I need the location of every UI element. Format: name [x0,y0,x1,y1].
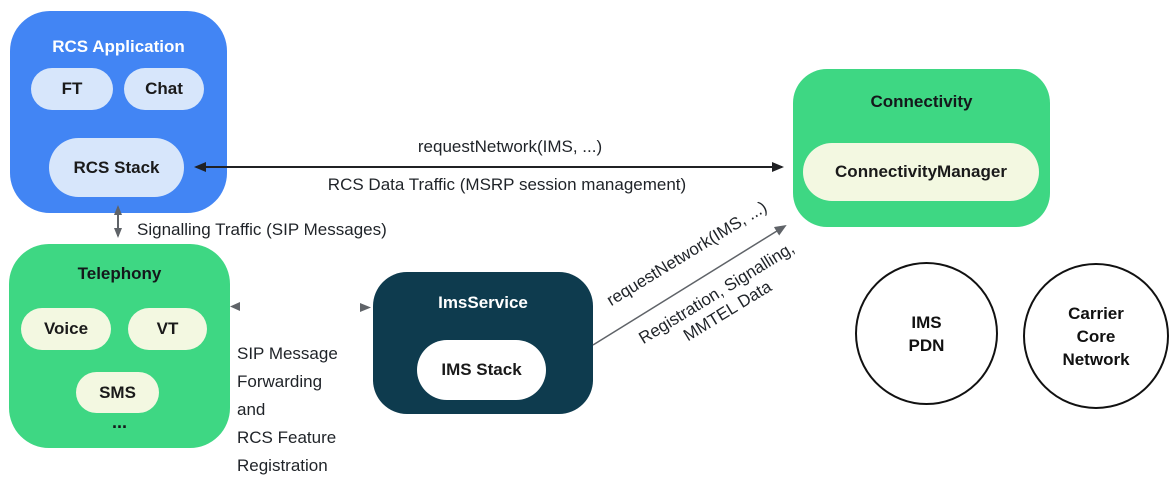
carrier-line2: Core [1076,326,1116,346]
chat-pill: Chat [124,68,204,110]
ims-service-title: ImsService [438,293,528,312]
rcs-application-box: RCS Application FT Chat RCS Stack [10,11,227,213]
ims-pdn-circle: IMS PDN [855,262,998,405]
request-network-label: requestNetwork(IMS, ...) [417,137,603,156]
telephony-ellipsis: ... [111,412,127,432]
rcs-stack-pill: RCS Stack [49,138,184,197]
sip-forwarding-line4: RCS Feature [237,428,337,447]
ims-service-arrowhead-right [360,303,371,312]
ims-stack-pill: IMS Stack [417,340,546,400]
vt-pill: VT [128,308,207,350]
ims-pdn-line2: PDN [908,335,945,355]
ims-service-box: ImsService IMS Stack [373,272,593,414]
carrier-core-network-circle: Carrier Core Network [1023,263,1169,409]
rcs-data-traffic-label: RCS Data Traffic (MSRP session managemen… [327,175,687,194]
telephony-box: Telephony Voice VT SMS ... [9,244,230,448]
sip-forwarding-label: SIP Message Forwarding and RCS Feature R… [237,340,338,477]
sip-forwarding-line3: and [237,400,266,419]
telephony-arrowhead-left [230,302,240,311]
sip-forwarding-line1: SIP Message [237,344,338,363]
carrier-line3: Network [1062,349,1130,369]
connectivity-box: Connectivity ConnectivityManager [793,69,1050,227]
signalling-traffic-label: Signalling Traffic (SIP Messages) [137,220,387,239]
connectivity-manager-pill: ConnectivityManager [803,143,1039,201]
ft-pill: FT [31,68,113,110]
ims-pdn-line1: IMS [911,312,942,332]
connectivity-title: Connectivity [870,92,973,111]
sip-forwarding-line2: Forwarding [237,372,323,391]
telephony-title: Telephony [77,264,162,283]
rcs-application-title: RCS Application [52,37,185,56]
carrier-line1: Carrier [1068,303,1124,323]
sip-forwarding-line5: Registration [237,456,328,475]
voice-pill: Voice [21,308,111,350]
sms-pill: SMS [76,372,159,413]
